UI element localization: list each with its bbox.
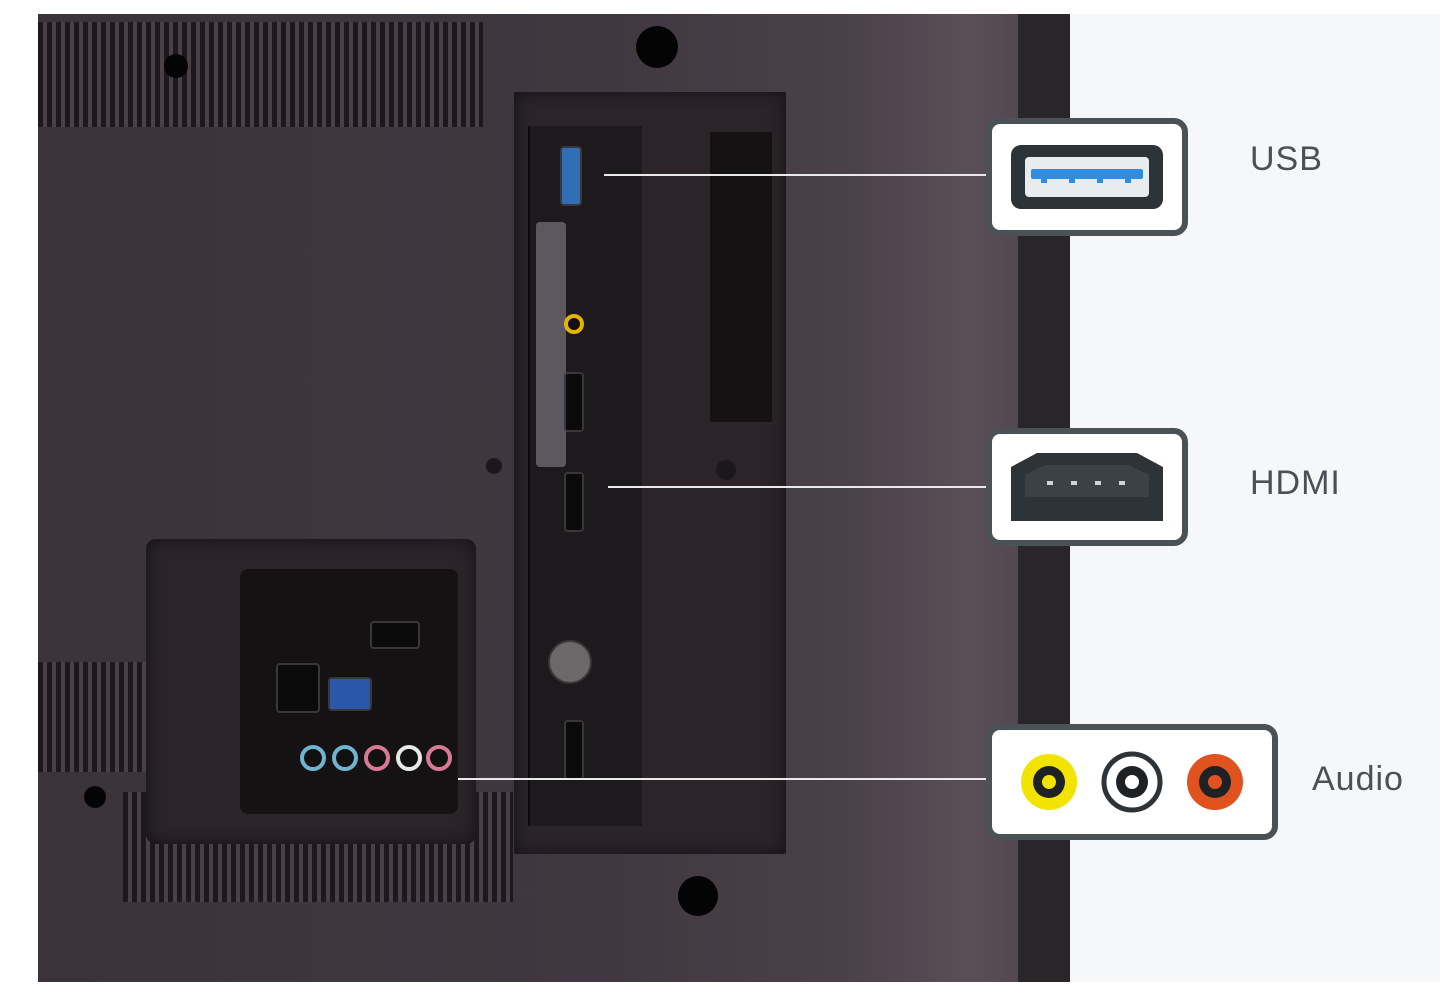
rca-jack[interactable] xyxy=(396,745,422,771)
hdmi-label: HDMI xyxy=(1250,464,1341,502)
av-jack[interactable] xyxy=(564,314,584,334)
hdmi-leader-line xyxy=(608,486,986,488)
antenna-port[interactable] xyxy=(548,640,592,684)
hdmi-icon-box xyxy=(986,428,1188,546)
screw-hole xyxy=(716,460,736,480)
lan-port[interactable] xyxy=(276,663,320,713)
audio-leader-line xyxy=(458,778,986,780)
screw-hole xyxy=(678,876,718,916)
hdmi-3-port[interactable] xyxy=(370,621,420,649)
usb-port-icon xyxy=(1011,145,1163,209)
hdmi-port-icon xyxy=(1011,453,1163,521)
hdmi-1-port[interactable] xyxy=(564,372,584,432)
screw-hole xyxy=(486,458,502,474)
screw-hole xyxy=(636,26,678,68)
usb-icon-box xyxy=(986,118,1188,236)
bottom-port-recess xyxy=(240,569,458,814)
usb-port[interactable] xyxy=(560,146,582,206)
rca-jack[interactable] xyxy=(332,745,358,771)
usb-port-2[interactable] xyxy=(564,720,584,780)
rca-jack[interactable] xyxy=(364,745,390,771)
rca-jack[interactable] xyxy=(426,745,452,771)
rca-audio-icon xyxy=(1021,751,1243,813)
screw-hole xyxy=(164,54,188,78)
audio-label: Audio xyxy=(1312,760,1404,798)
usb-leader-line xyxy=(604,174,986,176)
top-vents xyxy=(38,22,483,127)
rca-jack[interactable] xyxy=(300,745,326,771)
tv-back-photo xyxy=(38,14,1070,982)
vga-port[interactable] xyxy=(328,677,372,711)
audio-icon-box xyxy=(986,724,1278,840)
usb-label: USB xyxy=(1250,140,1323,178)
screw-hole xyxy=(84,786,106,808)
ci-card xyxy=(536,222,566,467)
hdmi-2-port[interactable] xyxy=(564,472,584,532)
side-slot xyxy=(710,132,772,422)
